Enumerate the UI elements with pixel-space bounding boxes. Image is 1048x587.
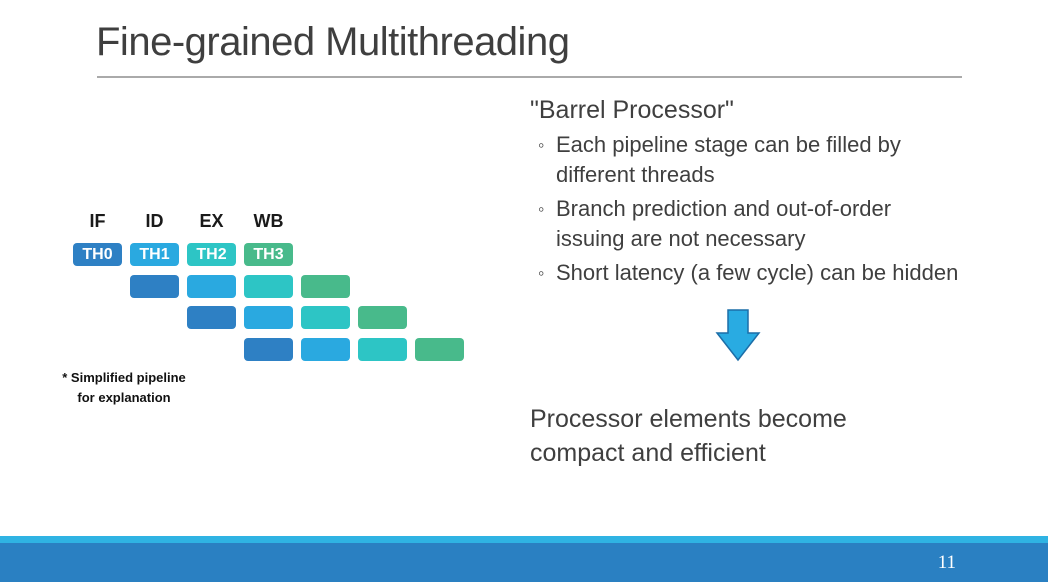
- bullet-marker: ◦: [538, 263, 545, 283]
- thread-block-th3: TH3: [244, 243, 293, 266]
- bullet-item: ◦ Short latency (a few cycle) can be hidd…: [530, 258, 962, 288]
- footnote-line-1: * Simplified pipeline: [62, 370, 186, 385]
- barrel-processor-heading: "Barrel Processor": [530, 96, 734, 124]
- page-number: 11: [937, 552, 956, 573]
- bullet-item: ◦ Branch prediction and out-of-order issu…: [530, 194, 962, 254]
- conclusion-text: Processor elements become compact and ef…: [530, 405, 847, 467]
- pipeline-block: [244, 337, 293, 361]
- thread-block-th0: TH0: [73, 243, 122, 266]
- pipeline-block: [244, 306, 293, 329]
- bullet-item: ◦ Each pipeline stage can be filled by di…: [530, 130, 962, 190]
- pipeline-block: [130, 274, 179, 298]
- pipeline-block: [301, 306, 350, 329]
- stage-label-id: ID: [145, 211, 164, 231]
- footer-bar: 11: [0, 543, 1048, 582]
- pipeline-block: [187, 306, 236, 329]
- slide-title: Fine-grained Multithreading: [96, 20, 570, 64]
- stage-label-wb: WB: [253, 211, 284, 231]
- bullet-marker: ◦: [538, 199, 545, 219]
- bullet-marker: ◦: [538, 135, 545, 155]
- footer-accent-stripe: [0, 536, 1048, 543]
- down-arrow-icon: [715, 309, 761, 362]
- pipeline-block: [358, 337, 407, 361]
- pipeline-block: [358, 306, 407, 329]
- bullet-text: Short latency (a few cycle) can be hidde…: [556, 260, 959, 285]
- stage-label-ex: EX: [199, 211, 224, 231]
- thread-block-th1: TH1: [130, 243, 179, 266]
- pipeline-diagram: IF ID EX WB TH0 TH1 TH2 TH3 * Simplified pipel…: [0, 0, 520, 480]
- footnote-line-2: for explanation: [77, 390, 171, 405]
- pipeline-block: [301, 274, 350, 298]
- pipeline-block: [415, 337, 464, 361]
- thread-block-th2: TH2: [187, 243, 236, 266]
- pipeline-block: [187, 274, 236, 298]
- bullet-list: ◦ Each pipeline stage can be filled by di…: [530, 130, 962, 292]
- pipeline-block: [244, 274, 293, 298]
- bullet-text: Branch prediction and out-of-order issui…: [556, 196, 892, 251]
- stage-label-if: IF: [89, 211, 106, 231]
- pipeline-block: [301, 337, 350, 361]
- bullet-text: Each pipeline stage can be filled by dif…: [556, 132, 901, 187]
- title-divider: [97, 76, 962, 78]
- pipeline-footnote: * Simplified pipeline for explanation: [38, 368, 210, 408]
